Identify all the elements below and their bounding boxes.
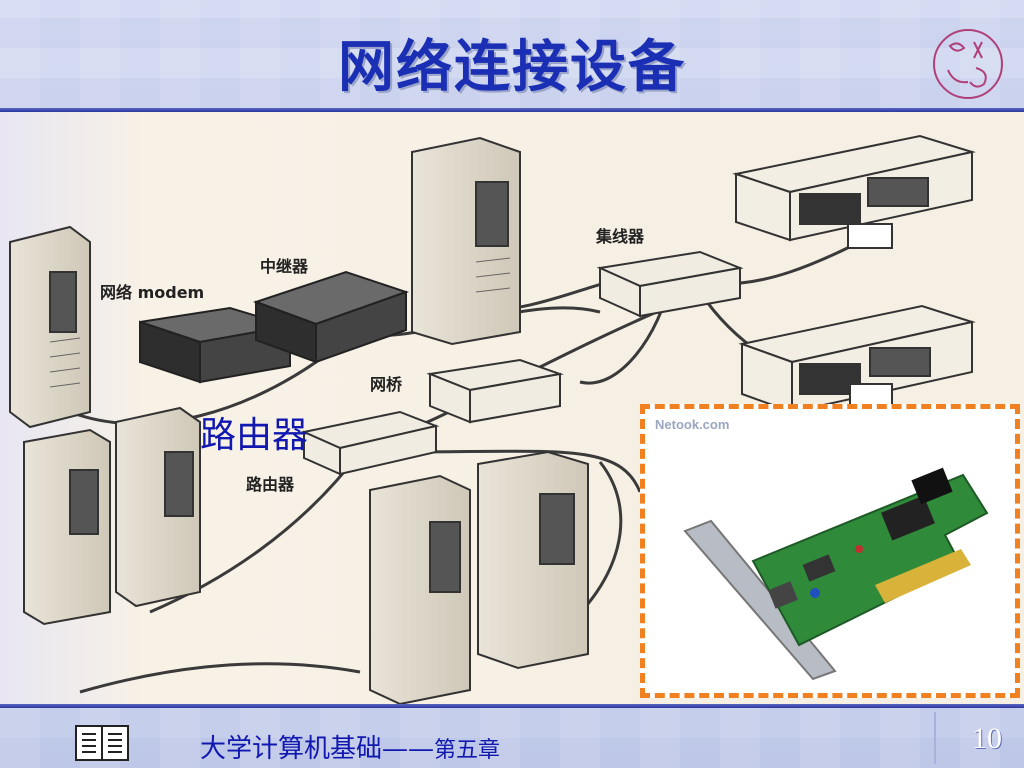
footer-course: 大学计算机基础 (200, 734, 383, 764)
watermark-text: Netook.com (655, 417, 730, 432)
footer-divider (934, 712, 936, 764)
bottom-rule (0, 704, 1024, 708)
hub-device (596, 250, 744, 318)
server-left-top (9, 225, 91, 429)
logo-icon (933, 29, 1003, 99)
switch-device-bottom (738, 304, 976, 414)
footer-dash: —— (382, 734, 435, 764)
network-diagram: 网络 modem 中继器 集线器 网桥 路由器 (9, 134, 976, 704)
page-number: 10 (972, 722, 1002, 755)
transceiver-top (847, 223, 893, 249)
nic-photo-frame: Netook.com (640, 404, 1020, 698)
server-bottom-2 (477, 450, 589, 670)
repeater-device (252, 270, 410, 364)
server-top-center (411, 136, 521, 346)
footer-chapter: 第五章 (434, 738, 501, 763)
bridge-device (426, 358, 564, 424)
server-bottom-1 (369, 474, 471, 704)
server-left-mid (23, 428, 111, 626)
footer: 大学计算机基础——第五章 10 (0, 708, 1024, 768)
label-bridge: 网桥 (370, 375, 403, 394)
switch-device-top (732, 134, 976, 242)
top-rule (0, 108, 1024, 112)
label-repeater: 中继器 (260, 257, 309, 276)
network-card-image (683, 467, 989, 681)
book-icon (75, 725, 129, 761)
transceiver-bottom (849, 383, 893, 407)
slide-title: 网络连接设备 (338, 35, 686, 100)
label-hub: 集线器 (595, 227, 645, 246)
footer-course-text: 大学计算机基础——第五章 (200, 728, 500, 765)
router-device (300, 410, 440, 476)
label-modem: 网络 modem (100, 283, 204, 302)
label-router: 路由器 (246, 475, 295, 494)
server-mid (115, 406, 201, 608)
router-overlay-label: 路由器 (200, 415, 309, 456)
